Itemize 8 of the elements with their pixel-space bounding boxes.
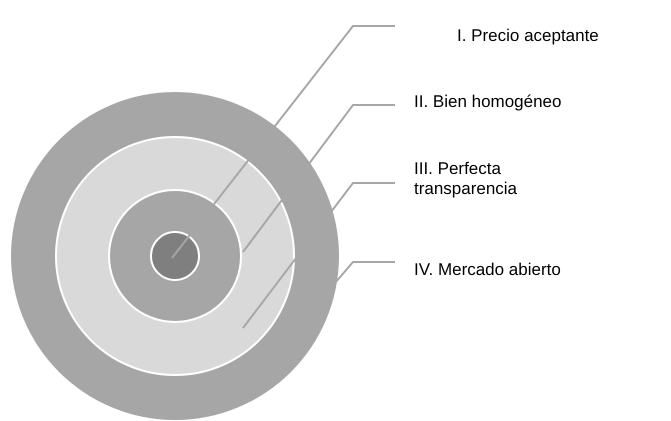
ring-label: II. Bien homogéneo [414, 92, 562, 112]
circle-ring [150, 231, 200, 281]
leader-line [242, 182, 395, 329]
leader-line [242, 104, 395, 253]
leader-line [171, 25, 395, 259]
ring-label: I. Precio aceptante [457, 26, 599, 46]
ring-label: IV. Mercado abierto [414, 260, 561, 280]
ring-label: III. Perfecta transparencia [414, 159, 544, 199]
